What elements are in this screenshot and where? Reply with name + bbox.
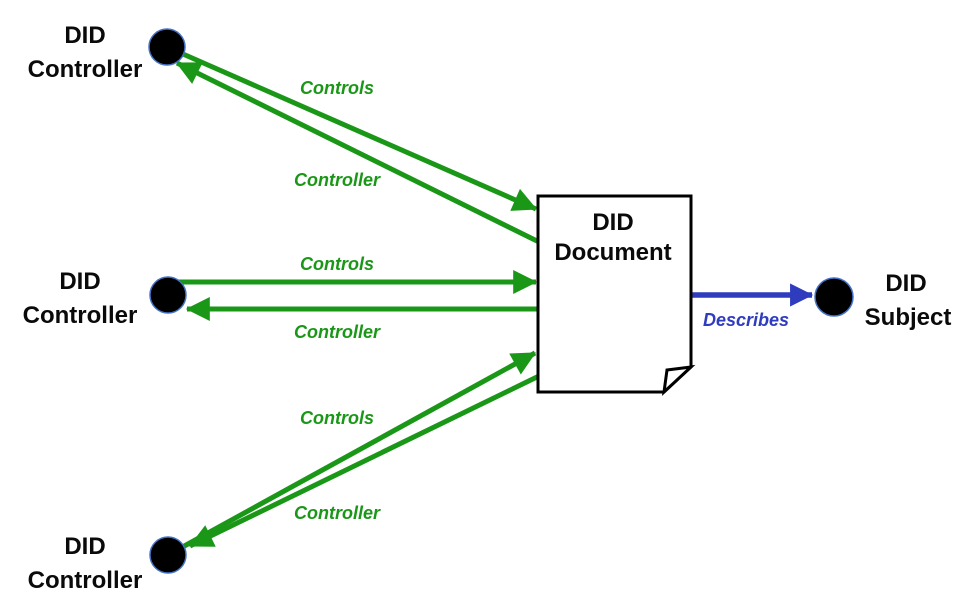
controller-bottom-label-line2: Controller <box>28 567 143 594</box>
controls-label-top: Controls <box>300 78 374 98</box>
subject-node <box>814 277 854 317</box>
document-fold-corner-icon <box>661 364 696 396</box>
controller-top-label-line2: Controller <box>28 56 143 83</box>
controls-label-bottom: Controls <box>300 408 374 428</box>
controller-top-label-line1: DID <box>64 22 105 49</box>
document-label-line2: Document <box>554 239 671 266</box>
controller-bottom-node <box>149 536 187 574</box>
describes-label: Describes <box>703 310 789 330</box>
controller-middle-label-line2: Controller <box>23 302 138 329</box>
controls-arrow-top <box>165 44 538 212</box>
controller-arrow-bottom <box>188 373 541 549</box>
controls-label-middle: Controls <box>300 254 374 274</box>
controller-top-node <box>148 28 186 66</box>
controller-label-top: Controller <box>294 170 381 190</box>
controller-label-bottom: Controller <box>294 503 381 523</box>
subject-label-line1: DID <box>885 270 926 297</box>
controller-arrow-top <box>175 60 541 245</box>
controller-middle-node <box>149 276 187 314</box>
controller-bottom-label-line1: DID <box>64 533 105 560</box>
controller-label-middle: Controller <box>294 322 381 342</box>
controls-arrow-bottom <box>166 350 537 558</box>
controller-middle-label-line1: DID <box>59 268 100 295</box>
subject-label-line2: Subject <box>865 304 952 331</box>
document-label-line1: DID <box>592 209 633 236</box>
